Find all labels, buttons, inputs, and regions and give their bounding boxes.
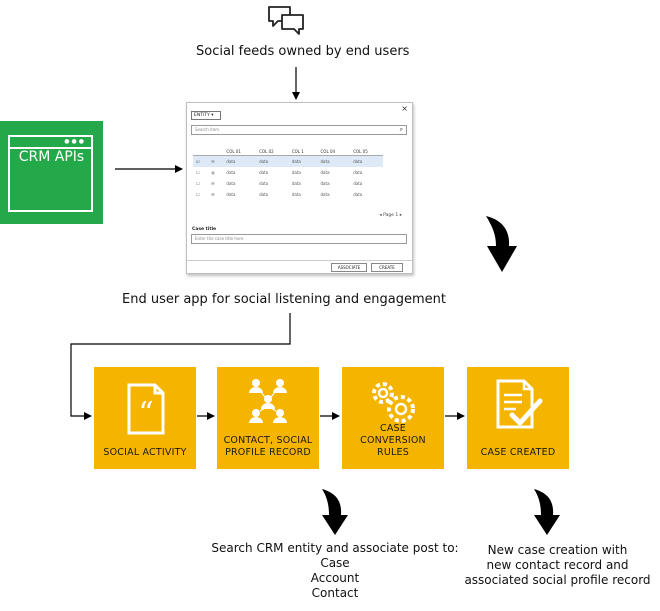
step-social-activity: “ SOCIAL ACTIVITY [94, 367, 196, 469]
mail-icon: ✉ [211, 181, 215, 186]
column-header[interactable]: COL 01 [223, 147, 257, 156]
search-icon[interactable]: ⌕ [399, 126, 403, 133]
window-icon: ●●● [8, 135, 93, 212]
step-case-conversion-rules: CASE CONVERSION RULES [342, 367, 444, 469]
step-case-created: CASE CREATED [467, 367, 569, 469]
step-label: SOCIAL ACTIVITY [103, 447, 187, 458]
entity-dropdown[interactable]: ENTITY ▾ [191, 111, 221, 120]
quote-document-icon: “ [127, 383, 165, 435]
note-right-line: associated social profile record [464, 573, 651, 587]
feeds-caption: Social feeds owned by end users [196, 44, 410, 59]
row-checkbox[interactable]: ☐ [196, 170, 200, 175]
column-header[interactable]: COL 02 [256, 147, 289, 156]
people-network-icon [249, 379, 287, 423]
note-left-item: Account [310, 571, 360, 585]
search-placeholder: Search item [195, 127, 220, 132]
associate-button[interactable]: ASSOCIATE [331, 263, 367, 272]
crm-apis-label: CRM APIs [18, 149, 85, 165]
document-check-icon [496, 379, 543, 429]
search-input[interactable]: Search item ⌕ [191, 125, 407, 135]
note-right-line: New case creation with [487, 543, 628, 557]
note-left: Search CRM entity and associate post to:… [200, 541, 470, 601]
data-table: COL 01 COL 02 COL 1 COL 04 COL 05 ☑✉ dat… [193, 147, 383, 200]
column-header[interactable]: COL 04 [317, 147, 351, 156]
chat-bubbles-icon [268, 6, 304, 35]
mail-icon: ✉ [211, 192, 215, 197]
app-caption: End user app for social listening and en… [122, 292, 446, 307]
note-left-title: Search CRM entity and associate post to: [211, 541, 459, 555]
step-label: CASE CREATED [480, 447, 556, 458]
note-left-item: Case [320, 556, 350, 570]
case-title-label: Case title [192, 227, 217, 232]
row-checkbox[interactable]: ☐ [196, 181, 200, 186]
column-header[interactable]: COL 05 [350, 147, 383, 156]
note-right-line: new contact record and [486, 558, 629, 572]
app-screenshot: × ENTITY ▾ Search item ⌕ COL 01 COL 02 C… [186, 102, 413, 274]
pager[interactable]: ◂ Page 1 ▸ [379, 213, 402, 218]
curved-arrow-right-icon [486, 216, 517, 272]
note-left-item: Contact [311, 586, 359, 600]
app-to-activity-arrow [70, 313, 291, 420]
svg-text:“: “ [138, 396, 153, 431]
close-icon[interactable]: × [401, 104, 408, 113]
table-header-row: COL 01 COL 02 COL 1 COL 04 COL 05 [193, 147, 383, 156]
mail-icon: ✉ [208, 155, 224, 167]
gears-icon [372, 382, 415, 423]
crm-apis-box: ●●● CRM APIs [0, 121, 103, 224]
step-contact-profile: CONTACT, SOCIAL PROFILE RECORD [217, 367, 319, 469]
curved-arrow-left-note-icon [322, 489, 348, 535]
case-title-input[interactable]: Enter the case title here [191, 234, 407, 244]
step-label: CONTACT, SOCIAL PROFILE RECORD [223, 435, 313, 458]
create-button[interactable]: CREATE [371, 263, 403, 272]
curved-arrow-right-note-icon [534, 489, 560, 535]
row-checkbox[interactable]: ☑ [193, 155, 209, 167]
step-label: CASE CONVERSION RULES [360, 423, 426, 458]
globe-icon: ◍ [211, 170, 215, 175]
column-header[interactable]: COL 1 [288, 147, 318, 156]
note-right: New case creation with new contact recor… [455, 543, 660, 588]
row-checkbox[interactable]: ☐ [196, 192, 200, 197]
